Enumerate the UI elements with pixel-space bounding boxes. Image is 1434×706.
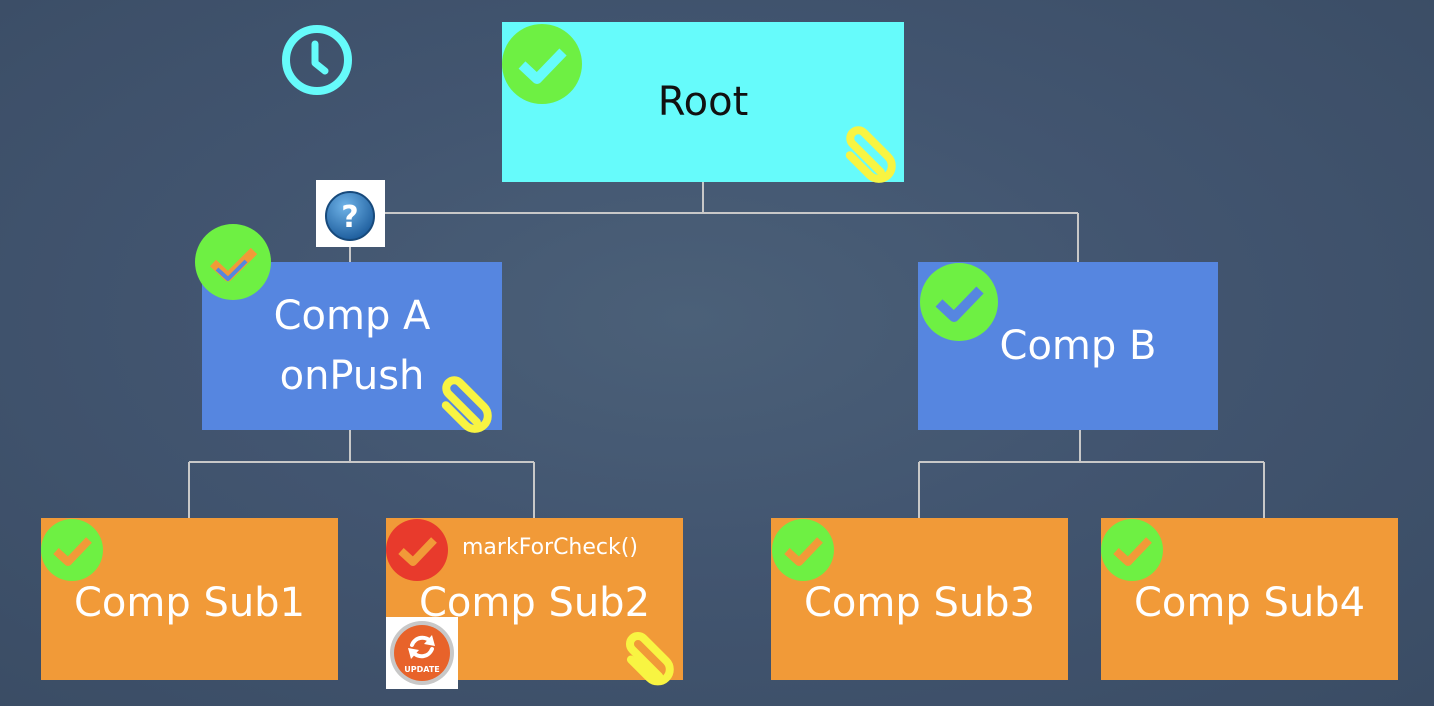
update-label: UPDATE <box>404 665 440 674</box>
mark-for-check-note: markForCheck() <box>462 535 638 560</box>
sub2-paperclip-icon <box>626 632 674 686</box>
comp-a-strategy: onPush <box>279 353 425 399</box>
sub1-label: Comp Sub1 <box>73 580 306 626</box>
root-check-icon <box>502 24 582 104</box>
comp-a-label: Comp A <box>273 293 431 339</box>
sub4-label: Comp Sub4 <box>1133 580 1366 626</box>
sub2-error-check-icon <box>386 519 448 581</box>
root-paperclip-icon <box>845 126 896 183</box>
update-icon: UPDATE <box>390 621 454 685</box>
help-badge: ? <box>316 180 385 247</box>
help-icon: ? <box>325 191 375 241</box>
sub4-check-icon <box>1101 519 1163 581</box>
comp-a-check-icon <box>195 224 271 300</box>
help-glyph: ? <box>341 200 358 235</box>
sub3-label: Comp Sub3 <box>803 580 1036 626</box>
comp-b-check-icon <box>920 263 998 341</box>
comp-a-paperclip-icon <box>441 376 492 433</box>
sub1-check-icon <box>41 519 103 581</box>
sub3-check-icon <box>772 519 834 581</box>
comp-b-label: Comp B <box>999 323 1157 369</box>
root-label: Root <box>657 79 749 125</box>
update-badge: UPDATE <box>386 617 458 689</box>
clock-icon <box>282 25 352 95</box>
